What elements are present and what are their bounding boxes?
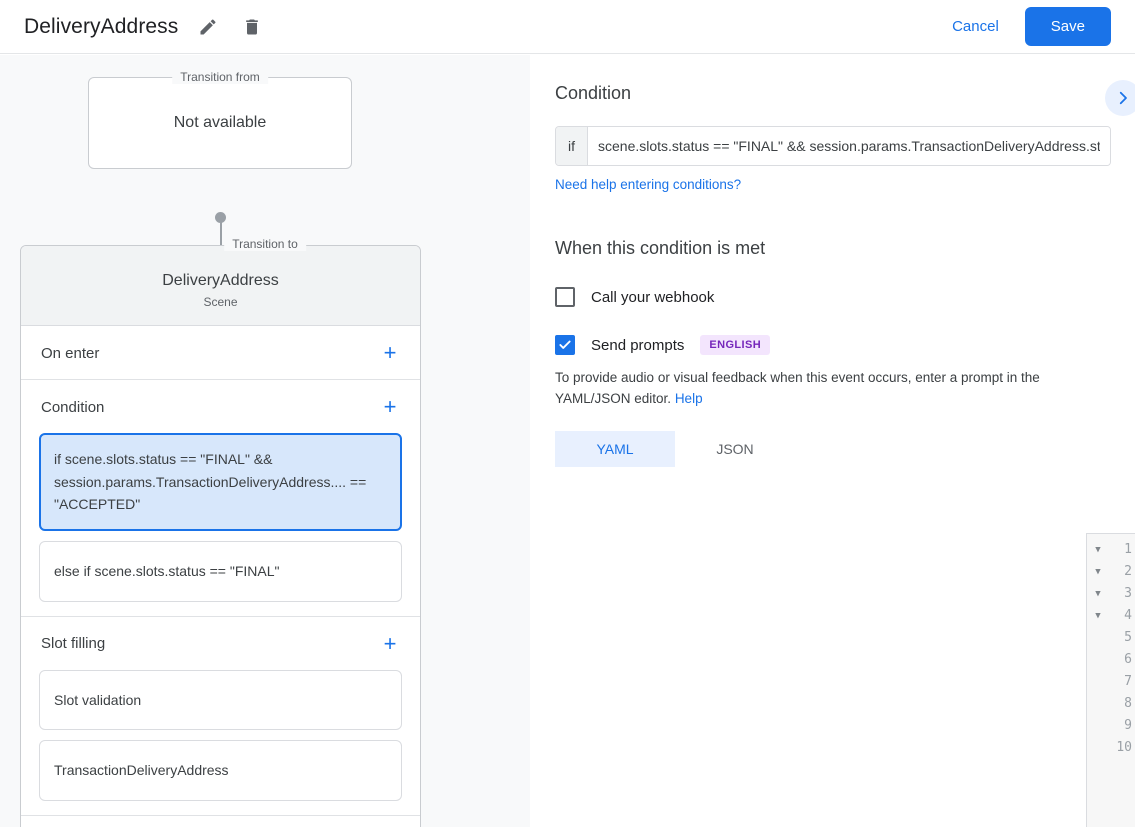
prompt-helper-text: To provide audio or visual feedback when…	[555, 368, 1111, 409]
condition-list-item-selected[interactable]: if scene.slots.status == "FINAL" && sess…	[39, 433, 402, 532]
slot-item-transaction-delivery-address[interactable]: TransactionDeliveryAddress	[39, 740, 402, 802]
webhook-row: Call your webhook	[555, 287, 1111, 307]
section-custom-intent-handling: Custom intent handling +	[21, 816, 420, 827]
expand-panel-button[interactable]	[1105, 80, 1135, 116]
condition-heading: Condition	[555, 83, 632, 103]
tab-yaml[interactable]: YAML	[555, 431, 675, 468]
line-number: 3	[1124, 586, 1132, 601]
condition-list-item[interactable]: else if scene.slots.status == "FINAL"	[39, 541, 402, 602]
fold-toggle-line-4[interactable]: ▼	[1095, 611, 1101, 621]
save-button[interactable]: Save	[1024, 7, 1111, 46]
transition-from-card[interactable]: Transition from Not available	[88, 70, 352, 169]
transition-to-legend: Transition to	[224, 237, 306, 251]
fold-toggle-line-1[interactable]: ▼	[1095, 545, 1101, 555]
section-condition: Condition + if scene.slots.status == "FI…	[21, 380, 420, 617]
send-prompts-label: Send prompts	[591, 336, 685, 354]
condition-detail-panel: Condition if Need help entering conditio…	[531, 55, 1135, 827]
need-help-conditions-link[interactable]: Need help entering conditions?	[555, 177, 742, 192]
when-condition-met-block: When this condition is met Call your web…	[531, 194, 1135, 468]
language-badge: ENGLISH	[700, 335, 771, 355]
section-condition-header: Condition +	[21, 380, 420, 433]
trash-icon	[246, 19, 259, 34]
condition-heading-row: Condition	[555, 55, 1111, 104]
section-condition-body: if scene.slots.status == "FINAL" && sess…	[21, 433, 420, 616]
connector-dot	[215, 212, 226, 223]
scene-flow-sidebar: Transition from Not available Transition…	[0, 55, 530, 827]
scene-name: DeliveryAddress	[162, 272, 279, 289]
line-number: 7	[1124, 674, 1132, 689]
editor-fold-gutter: ▼ ▼ ▼ ▼	[1087, 534, 1109, 827]
if-prefix-label: if	[556, 127, 588, 165]
section-condition-title: Condition	[41, 398, 105, 416]
slot-validation-item[interactable]: Slot validation	[39, 669, 402, 731]
fold-toggle-line-3[interactable]: ▼	[1095, 589, 1101, 599]
add-on-enter-button[interactable]: +	[383, 340, 397, 365]
condition-input-row: if	[555, 126, 1111, 166]
transition-from-legend: Transition from	[172, 70, 268, 84]
section-on-enter: On enter +	[21, 326, 420, 380]
tab-json[interactable]: JSON	[716, 441, 754, 458]
checkmark-icon	[559, 340, 571, 349]
section-custom-intent-header: Custom intent handling +	[21, 816, 420, 827]
call-webhook-label: Call your webhook	[591, 288, 715, 306]
send-prompts-row: Send prompts ENGLISH	[555, 335, 1111, 355]
scene-type: Scene	[203, 295, 238, 309]
editor-line-numbers: 1 2 3 4 5 6 7 8 9 10	[1109, 534, 1135, 827]
top-app-bar: DeliveryAddress Cancel Save	[0, 0, 1135, 54]
page-title: DeliveryAddress	[24, 14, 179, 38]
condition-block: Condition if Need help entering conditio…	[531, 55, 1135, 194]
prompt-helper-sentence: To provide audio or visual feedback when…	[555, 370, 1040, 406]
section-slot-filling: Slot filling + Slot validation Transacti…	[21, 617, 420, 817]
add-slot-button[interactable]: +	[383, 630, 397, 656]
scene-card-header[interactable]: DeliveryAddress Scene	[21, 246, 420, 326]
condition-input[interactable]	[588, 127, 1110, 165]
line-number: 1	[1124, 542, 1132, 557]
send-prompts-checkbox[interactable]	[555, 335, 575, 355]
section-on-enter-title: On enter	[41, 344, 100, 362]
fold-toggle-line-8	[1087, 693, 1109, 715]
fold-toggle-line-9	[1087, 715, 1109, 737]
line-number: 6	[1124, 652, 1132, 667]
connector-line	[219, 218, 222, 270]
help-link[interactable]: Help	[674, 390, 703, 406]
add-condition-button[interactable]: +	[383, 394, 397, 419]
fold-toggle-line-7	[1087, 671, 1109, 693]
line-number: 8	[1124, 696, 1132, 711]
when-met-heading: When this condition is met	[555, 238, 766, 258]
line-number: 9	[1124, 718, 1132, 733]
fold-toggle-line-5	[1087, 627, 1109, 649]
pencil-icon	[200, 18, 216, 34]
line-number: 4	[1124, 608, 1132, 623]
line-number: 2	[1124, 564, 1132, 579]
fold-toggle-line-2[interactable]: ▼	[1095, 567, 1101, 577]
transition-to-card: DeliveryAddress Scene On enter + Conditi…	[20, 245, 421, 827]
section-slot-filling-header: Slot filling +	[21, 617, 420, 670]
fold-toggle-line-6	[1087, 649, 1109, 671]
line-number: 10	[1116, 740, 1132, 755]
section-slot-filling-body: Slot validation TransactionDeliveryAddre…	[21, 669, 420, 815]
edit-icon[interactable]	[192, 11, 224, 43]
delete-icon[interactable]	[236, 11, 268, 43]
editor-format-tabs: YAML JSON	[555, 431, 1111, 468]
section-slot-filling-title: Slot filling	[41, 635, 106, 653]
chevron-right-icon	[1119, 91, 1127, 105]
section-on-enter-header: On enter +	[21, 326, 420, 379]
line-number: 5	[1124, 630, 1132, 645]
transition-from-value: Not available	[173, 114, 267, 131]
call-webhook-checkbox[interactable]	[555, 287, 575, 307]
cancel-button[interactable]: Cancel	[938, 10, 1013, 43]
fold-toggle-line-10	[1087, 737, 1109, 759]
